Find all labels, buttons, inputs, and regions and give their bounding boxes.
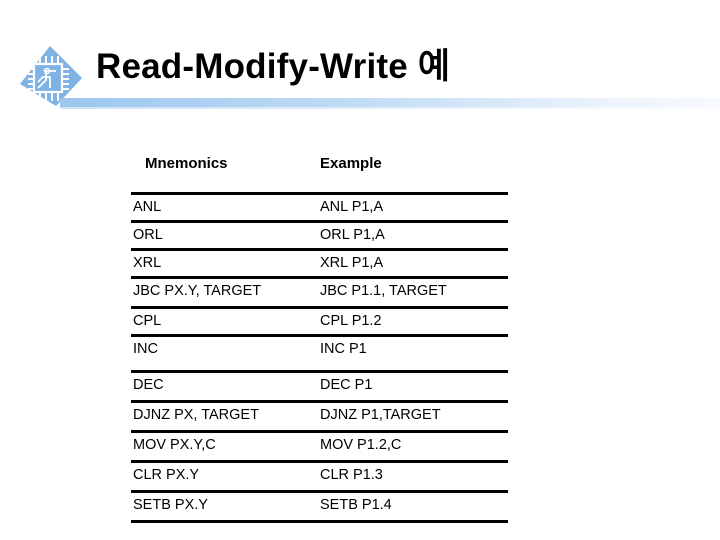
cell-example: DJNZ P1,TARGET <box>320 407 441 423</box>
table-rule <box>131 276 508 279</box>
cell-mnemonic: JBC PX.Y, TARGET <box>133 283 262 299</box>
table-rule <box>131 430 508 433</box>
table-row: JBC PX.Y, TARGET JBC P1.1, TARGET <box>131 279 508 306</box>
cell-example: CLR P1.3 <box>320 467 383 483</box>
cell-example: MOV P1.2,C <box>320 437 402 453</box>
table-header-row: Mnemonics Example <box>131 152 508 192</box>
cell-example: XRL P1,A <box>320 255 384 271</box>
cell-example: SETB P1.4 <box>320 497 392 513</box>
table-rule <box>131 220 508 223</box>
cell-mnemonic: DJNZ PX, TARGET <box>133 407 259 423</box>
cell-mnemonic: ANL <box>133 199 162 215</box>
cell-example: ANL P1,A <box>320 199 384 215</box>
header-divider <box>60 98 720 107</box>
table-rule <box>131 400 508 403</box>
cell-example: DEC P1 <box>320 377 373 393</box>
page-title: Read-Modify-Write 예 <box>96 47 451 86</box>
table-rule <box>131 192 508 195</box>
table-rule <box>131 370 508 373</box>
table-row: INC INC P1 <box>131 337 508 362</box>
header-divider-secondary <box>60 107 720 109</box>
cell-example: JBC P1.1, TARGET <box>320 283 447 299</box>
cell-example: INC P1 <box>320 341 367 357</box>
table-row: ANL ANL P1,A <box>131 195 508 220</box>
table-rule <box>131 520 508 523</box>
table-row: DJNZ PX, TARGET DJNZ P1,TARGET <box>131 403 508 430</box>
cell-mnemonic: DEC <box>133 377 164 393</box>
cell-mnemonic: CPL <box>133 313 162 329</box>
cell-mnemonic: SETB PX.Y <box>133 497 208 513</box>
microchip-circuit-logo-icon <box>16 44 84 110</box>
slide-header: Read-Modify-Write 예 <box>0 0 720 112</box>
table-rule <box>131 334 508 337</box>
table-rule <box>131 306 508 309</box>
table-rule <box>131 490 508 493</box>
cell-mnemonic: XRL <box>133 255 162 271</box>
column-header-example: Example <box>320 155 382 172</box>
cell-example: CPL P1.2 <box>320 313 382 329</box>
table-row: CLR PX.Y CLR P1.3 <box>131 463 508 490</box>
table-row: SETB PX.Y SETB P1.4 <box>131 493 508 520</box>
table-rule <box>131 460 508 463</box>
table-rule <box>131 248 508 251</box>
cell-mnemonic: MOV PX.Y,C <box>133 437 216 453</box>
cell-mnemonic: ORL <box>133 227 163 243</box>
column-header-mnemonics: Mnemonics <box>145 155 228 172</box>
read-modify-write-instruction-table: Mnemonics Example ANL ANL P1,A ORL ORL P… <box>131 152 508 523</box>
table-row: MOV PX.Y,C MOV P1.2,C <box>131 433 508 460</box>
cell-example: ORL P1,A <box>320 227 385 243</box>
table-row: CPL CPL P1.2 <box>131 309 508 334</box>
table-row: XRL XRL P1,A <box>131 251 508 276</box>
cell-mnemonic: CLR PX.Y <box>133 467 200 483</box>
cell-mnemonic: INC <box>133 341 158 357</box>
table-row: ORL ORL P1,A <box>131 223 508 248</box>
table-row: DEC DEC P1 <box>131 373 508 400</box>
